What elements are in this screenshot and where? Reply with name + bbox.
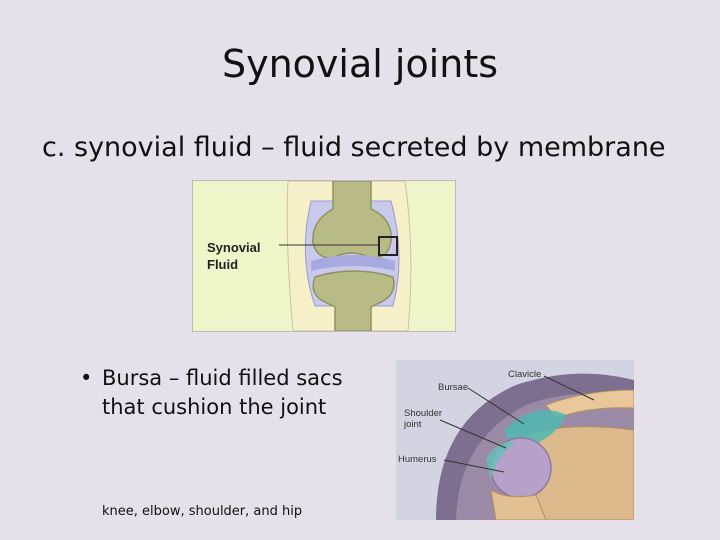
bursae-label: Bursae — [438, 382, 468, 393]
synovial-fluid-label-line2: Fluid — [207, 257, 238, 272]
knee-joint-diagram: Synovial Fluid — [192, 180, 456, 332]
shoulder-bursae-diagram: Clavicle Bursae Shoulder joint Humerus — [396, 360, 634, 520]
bursa-bullet-text: Bursa – fluid filled sacs that cushion t… — [80, 364, 380, 422]
slide-title: Synovial joints — [0, 42, 720, 86]
clavicle-label: Clavicle — [508, 369, 541, 380]
bursa-bullet: • Bursa – fluid filled sacs that cushion… — [80, 364, 380, 422]
shoulder-joint-label-line2: joint — [404, 419, 421, 430]
shoulder-joint-label: Shoulder joint — [404, 408, 442, 430]
bullet-dot: • — [80, 364, 92, 393]
shoulder-illustration — [396, 360, 634, 520]
synovial-fluid-label: Synovial Fluid — [207, 239, 260, 273]
shoulder-joint-label-line1: Shoulder — [404, 408, 442, 419]
slide-subheading: c. synovial fluid – fluid secreted by me… — [42, 132, 666, 163]
humerus-label: Humerus — [398, 454, 437, 465]
synovial-fluid-label-line1: Synovial — [207, 240, 260, 255]
joint-examples-note: knee, elbow, shoulder, and hip — [102, 504, 302, 519]
